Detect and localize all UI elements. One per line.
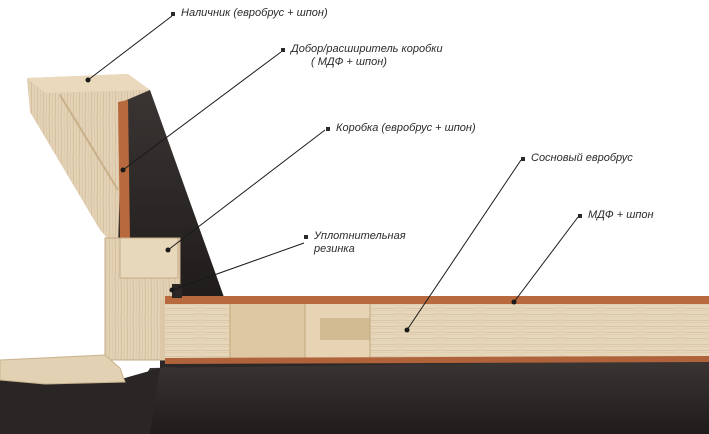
bullet-icon [326,127,330,131]
leader-end-dots [85,77,517,333]
label-mdf-veneer: МДФ + шпон [588,209,654,221]
bullet-icon [304,235,308,239]
seal-strip [172,284,182,298]
door-mdf-skin [165,296,709,304]
label-extension-line1: Добор/расширитель коробки [291,43,443,55]
casing-groove [59,94,119,191]
bullet-icon [171,12,175,16]
leader-seal [171,242,305,291]
bullet-icon [281,48,285,52]
leader-extension [122,51,282,171]
frame-upper-piece [119,237,179,279]
leader-frame [167,129,326,251]
label-seal-line1: Уплотнительная [314,230,406,242]
bullet-icon [521,157,525,161]
leader-pine [406,159,522,331]
label-seal-line2: резинка [314,243,355,255]
label-casing: Наличник (евробрус + шпон) [181,7,328,19]
frame-dark-bottom [0,368,160,434]
door-mdf-skin-bottom [165,356,709,364]
bullet-icon [578,214,582,218]
casing-top-edge [27,74,150,93]
leader-mdf [513,216,579,303]
leader-casing [87,15,173,81]
leader-lines [87,15,579,331]
door-core-tongue [320,318,370,340]
door-core-block-1 [230,302,305,360]
door-leaf-veneer [110,358,709,434]
label-pine-eurobrus: Сосновый евробрус [531,152,633,164]
frame-bottom-casing [0,354,126,385]
label-frame: Коробка (евробрус + шпон) [336,122,476,134]
label-extension-line2: ( МДФ + шпон) [311,56,387,68]
